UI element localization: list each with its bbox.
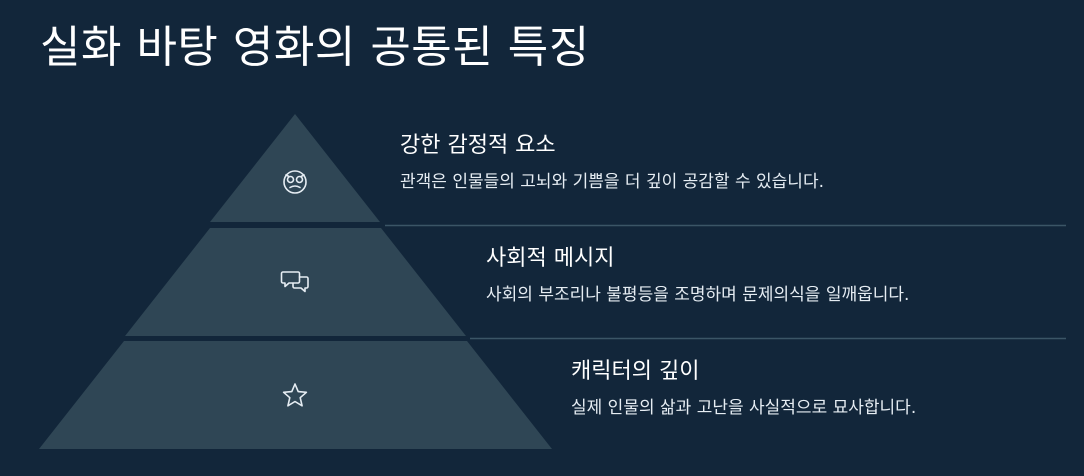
pyramid-tier-middle [125, 228, 466, 336]
level-3-description: 실제 인물의 삶과 고난을 사실적으로 묘사합니다. [571, 398, 917, 418]
star-icon [282, 383, 308, 407]
level-2-description: 사회의 부조리나 불평등을 조명하며 문제의식을 일깨웁니다. [486, 285, 910, 305]
pyramid-tier-top [210, 114, 380, 222]
emotion-face-icon [283, 170, 307, 194]
page-title: 실화 바탕 영화의 공통된 특징 [40, 22, 590, 73]
pyramid-tier-bottom [39, 341, 552, 449]
speech-bubbles-icon [280, 271, 309, 293]
level-1-text: 강한 감정적 요소 관객은 인물들의 고뇌와 기쁨을 더 깊이 공감할 수 있습… [400, 131, 824, 195]
level-2-text: 사회적 메시지 사회의 부조리나 불평등을 조명하며 문제의식을 일깨웁니다. [486, 244, 909, 308]
level-3-heading: 캐릭터의 깊이 [571, 359, 700, 384]
level-3-text: 캐릭터의 깊이 실제 인물의 삶과 고난을 사실적으로 묘사합니다. [571, 357, 916, 421]
level-1-description: 관객은 인물들의 고뇌와 기쁨을 더 깊이 공감할 수 있습니다. [400, 172, 824, 192]
level-1-heading: 강한 감정적 요소 [400, 133, 556, 158]
level-2-heading: 사회적 메시지 [486, 246, 615, 271]
